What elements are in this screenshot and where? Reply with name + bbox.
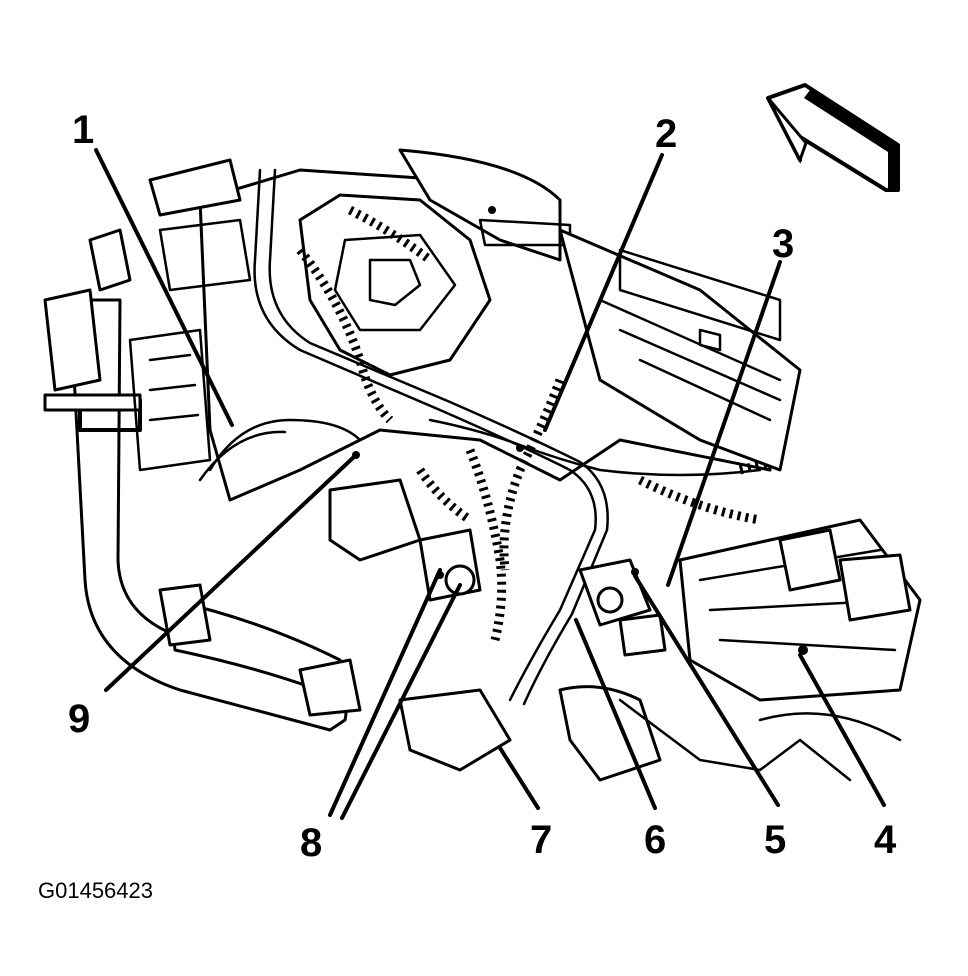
leader-line-8a [328,568,442,817]
callout-4: 4 [874,818,897,862]
callout-5: 5 [764,818,786,862]
leader-line-6 [574,618,657,810]
leader-line-2 [543,153,664,432]
callout-8: 8 [300,821,322,865]
leader-line-8b [340,583,462,820]
leader-line-3 [666,260,782,587]
figure-id: G01456423 [38,878,153,903]
callout-3: 3 [772,222,794,266]
callout-labels: 1 2 3 4 5 6 7 8 9 [68,108,897,865]
callout-9: 9 [68,697,90,741]
callout-7: 7 [530,818,552,862]
callout-1: 1 [72,108,94,152]
callout-2: 2 [655,112,677,156]
leader-line-1 [94,148,234,427]
engine-assembly-drawing [43,148,922,782]
leader-line-9 [104,453,358,692]
callout-6: 6 [644,818,666,862]
leader-lines [94,148,886,820]
leader-line-5 [633,574,780,807]
forward-arrow-icon [766,83,900,192]
leader-line-7 [498,746,540,810]
leader-line-4 [798,653,886,807]
